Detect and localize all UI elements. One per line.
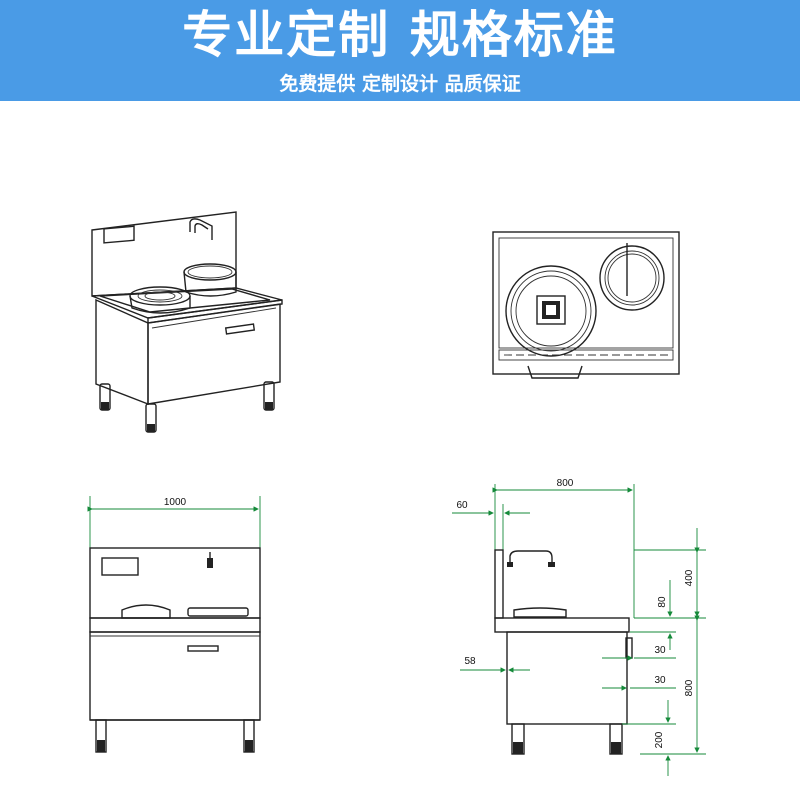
top-view bbox=[492, 231, 680, 379]
upper-height-dimension: 400 bbox=[684, 569, 695, 586]
isometric-view bbox=[91, 211, 283, 433]
banner-subtitle: 免费提供 定制设计 品质保证 bbox=[279, 73, 521, 95]
gap-dimension-2: 30 bbox=[654, 675, 666, 686]
body-height-dimension: 800 bbox=[684, 679, 695, 696]
header-banner: 专业定制 规格标准 免费提供 定制设计 品质保证 bbox=[0, 0, 800, 101]
leg-height-dimension: 200 bbox=[654, 731, 665, 748]
backsplash-dimension: 60 bbox=[456, 500, 468, 511]
leg-offset-dimension: 58 bbox=[464, 656, 476, 667]
side-depth-dimension: 800 bbox=[557, 478, 574, 489]
side-view: 800 60 58 400 800 80 bbox=[452, 478, 706, 776]
front-view: 1000 bbox=[87, 496, 261, 753]
gap-dimension-1: 30 bbox=[654, 645, 666, 656]
banner-title: 专业定制 规格标准 bbox=[182, 6, 618, 64]
rim-dimension: 80 bbox=[657, 596, 668, 608]
front-width-dimension: 1000 bbox=[164, 497, 187, 508]
